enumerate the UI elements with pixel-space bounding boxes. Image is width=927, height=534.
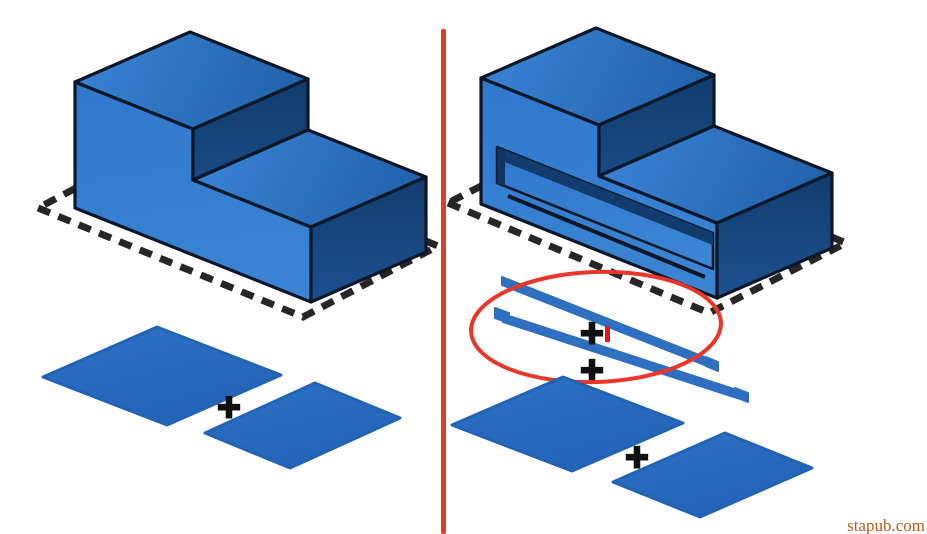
right-right-face [715, 171, 834, 300]
left-step-block [73, 30, 428, 304]
groove-left-end-wall [497, 147, 505, 186]
strip-2-end-tab [734, 387, 749, 403]
left-large-plate [41, 325, 283, 427]
groove-top-inner-wall [497, 147, 713, 245]
red-tick [605, 326, 610, 342]
red-ellipse [469, 269, 723, 385]
right-small-plate [611, 431, 814, 519]
right-plus-1: + [579, 315, 605, 351]
divider-line [441, 29, 446, 534]
right-groove [495, 145, 715, 279]
groove-shadow-line [507, 194, 706, 279]
strip-1-end-tab [705, 356, 719, 372]
left-small-plate [203, 381, 402, 470]
left-figure: + [29, 30, 447, 470]
watermark-text: stapub.com [847, 516, 925, 534]
right-figure: + + + [439, 26, 855, 519]
right-plates: + [450, 375, 814, 519]
left-plates: + [41, 325, 402, 470]
right-step-block [479, 26, 834, 300]
left-right-face [309, 175, 428, 304]
right-strips: + + [469, 269, 749, 403]
right-large-plate [450, 375, 685, 473]
